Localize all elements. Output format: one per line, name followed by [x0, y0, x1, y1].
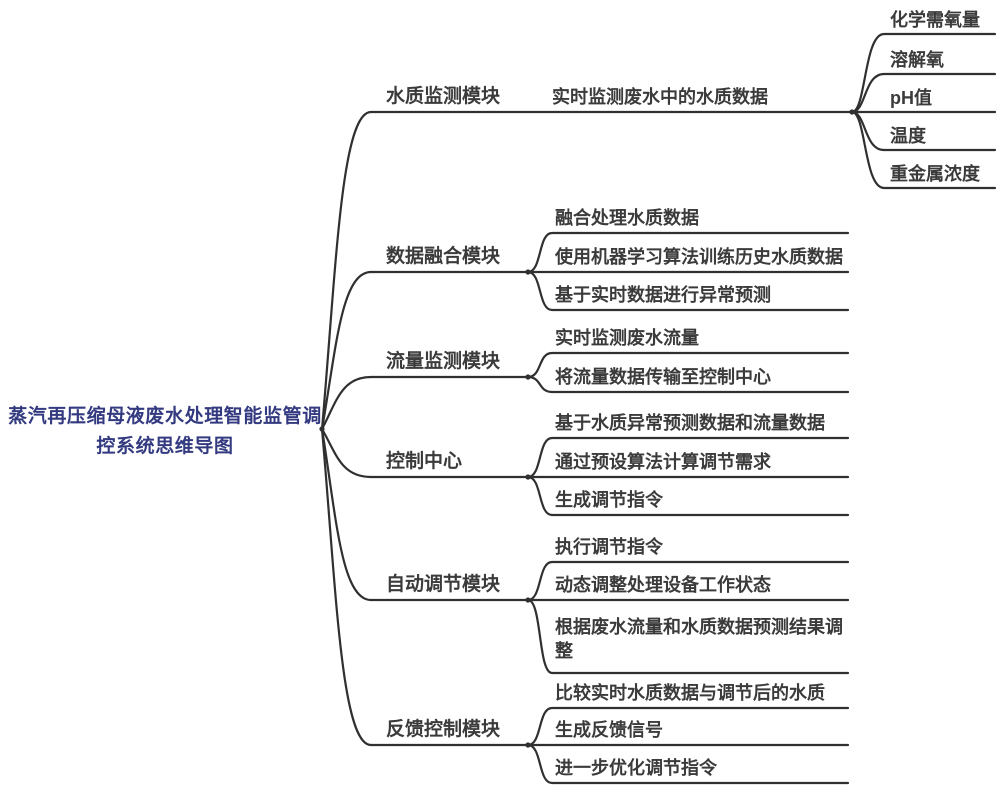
root-branch-connector — [320, 427, 373, 602]
subtopic-connector-underline — [526, 743, 850, 785]
branch-topic[interactable]: 控制中心 — [386, 451, 463, 472]
branch-topic[interactable]: 水质监测模块 — [386, 86, 501, 107]
root-branch-connector — [320, 270, 373, 431]
root-branch-connector — [320, 110, 373, 431]
subtopic-node[interactable]: 动态调整处理设备工作状态 — [555, 575, 771, 595]
subtopic-node[interactable]: 使用机器学习算法训练历史水质数据 — [555, 247, 843, 267]
leaf-topic[interactable]: pH值 — [890, 88, 932, 108]
branch-topic[interactable]: 反馈控制模块 — [386, 719, 501, 740]
subtopic-node[interactable]: 融合处理水质数据 — [555, 208, 699, 228]
subtopic-connector-underline — [526, 598, 850, 675]
subtopic-connector-underline — [526, 231, 850, 274]
subtopic-connector-underline — [526, 375, 850, 394]
branch-topic[interactable]: 自动调节模块 — [386, 574, 501, 595]
subtopic-node[interactable]: 生成反馈信号 — [555, 720, 663, 740]
leaf-connector-underline — [850, 72, 997, 114]
subtopic-node[interactable]: 生成调节指令 — [555, 490, 663, 510]
subtopic-node[interactable]: 将流量数据传输至控制中心 — [555, 367, 771, 387]
leaf-connector-underline — [850, 110, 997, 190]
subtopic-connector-underline — [526, 475, 850, 517]
subtopic-node[interactable]: 根据废水流量和水质数据预测结果调整 — [555, 617, 843, 661]
leaf-topic[interactable]: 重金属浓度 — [890, 164, 980, 184]
subtopic-connector-underline — [526, 706, 850, 747]
subtopic-node[interactable]: 实时监测废水中的水质数据 — [552, 87, 768, 107]
subtopic-node[interactable]: 基于实时数据进行异常预测 — [555, 285, 771, 305]
leaf-topic[interactable]: 化学需氧量 — [890, 10, 980, 30]
root-branch-connector — [320, 375, 373, 431]
branch-topic[interactable]: 数据融合模块 — [386, 246, 501, 267]
subtopic-node[interactable]: 基于水质异常预测数据和流量数据 — [555, 413, 825, 433]
root-branch-connector — [320, 427, 373, 747]
subtopic-connector-underline — [526, 560, 850, 602]
subtopic-connector-underline — [526, 270, 850, 312]
leaf-topic[interactable]: 温度 — [890, 126, 926, 146]
subtopic-node[interactable]: 实时监测废水流量 — [555, 328, 699, 348]
root-branch-connector — [320, 427, 373, 479]
leaf-connector-underline — [850, 32, 997, 114]
root-topic[interactable]: 蒸汽再压缩母液废水处理智能监管调控系统思维导图 — [8, 406, 322, 457]
subtopic-node[interactable]: 通过预设算法计算调节需求 — [555, 452, 771, 472]
branch-topic[interactable]: 流量监测模块 — [386, 351, 501, 372]
subtopic-connector-underline — [526, 351, 850, 379]
leaf-topic[interactable]: 溶解氧 — [890, 50, 944, 70]
subtopic-node[interactable]: 进一步优化调节指令 — [555, 758, 717, 778]
subtopic-connector-underline — [526, 436, 850, 479]
subtopic-node[interactable]: 执行调节指令 — [555, 537, 663, 557]
subtopic-node[interactable]: 比较实时水质数据与调节后的水质 — [555, 683, 825, 703]
